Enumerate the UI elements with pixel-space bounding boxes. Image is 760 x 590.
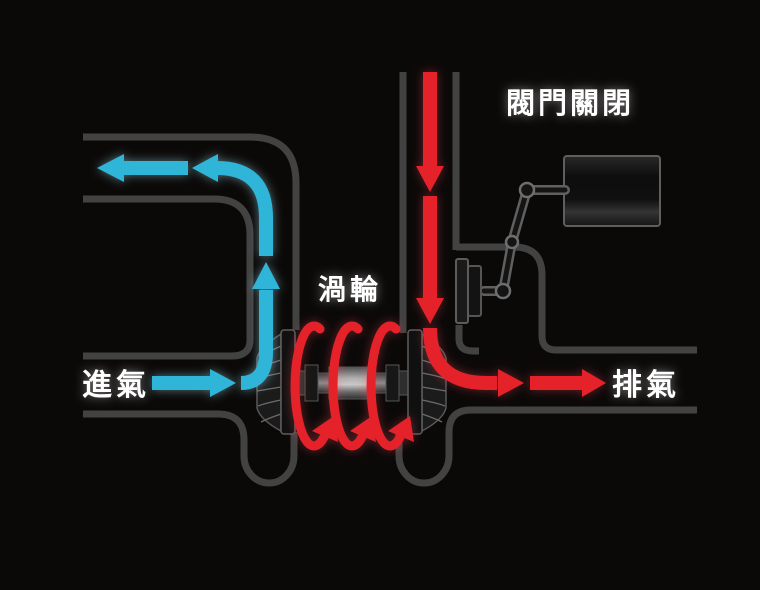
exhaust-arrowhead [498,369,524,397]
intake-flow-band [259,290,273,352]
rotation-arrowhead [388,416,414,442]
turbine-wheel [407,329,447,435]
pipe-wall-intake-lower [83,410,298,487]
pipe-network [83,72,697,487]
turbine-backplate [407,329,423,435]
intake-arrow-band [152,376,210,390]
actuator-linkage [479,181,570,300]
shaft-step [374,372,387,394]
exhaust-flow-band [423,196,437,300]
pipe-wall-outlet-outer [83,133,300,330]
rotation-coil [328,321,368,451]
turbine-rotation-arrows [290,321,414,451]
rotation-coil-heads [312,416,414,442]
wastegate-valve [455,258,482,324]
rotation-coil-arcs [290,321,406,451]
intake-flow-bend [240,351,273,390]
exhaust-arrowhead-down [416,166,444,192]
shaft-step [385,364,400,402]
exhaust-flow-band [530,376,582,390]
rotation-arrowhead [312,416,338,442]
intake-arrowhead [97,154,124,182]
rotation-coil [366,321,406,451]
linkage-joint [504,234,520,250]
shaft-step [304,364,319,402]
linkage-joints [494,181,536,300]
intake-label: 進氣 [82,369,150,402]
linkage-joint [494,282,512,300]
exhaust-arrowhead [582,369,606,397]
wastegate-assembly [455,155,661,324]
valve-face-disc [455,258,469,324]
exhaust-label: 排氣 [612,369,680,402]
intake-arrowhead [210,369,236,397]
linkage-joint [518,181,536,199]
turbine-label: 渦輪 [318,273,382,305]
pipe-wall-exhaust-lower [395,406,697,487]
intake-flow-band [259,216,273,256]
shaft-step [398,370,409,396]
intake-flow [97,154,280,397]
pipe-wall-bypass-chamber [456,243,697,354]
pipe-wall-outlet-inner [83,195,254,360]
rotation-arrowhead [350,416,376,442]
valve-body [467,265,482,317]
exhaust-arrowhead-down [416,298,444,324]
pipe-wall-corner-tongue [455,325,479,355]
intake-flow-top-bend [216,161,273,219]
turbo-shaft [294,364,409,402]
shaft-step [317,372,330,394]
labels: 進氣 排氣 渦輪 閥門關閉 [82,88,680,402]
exhaust-flow-band [423,72,437,168]
rotation-coil [290,321,330,451]
intake-flow-band [124,161,188,175]
intake-arrowhead [192,154,218,182]
exhaust-flow [416,72,606,397]
exhaust-flow-bend [423,327,497,390]
wastegate-actuator-canister [563,155,661,227]
valve-closed-label: 閥門關閉 [506,88,634,120]
intake-arrowhead-up [252,262,280,289]
